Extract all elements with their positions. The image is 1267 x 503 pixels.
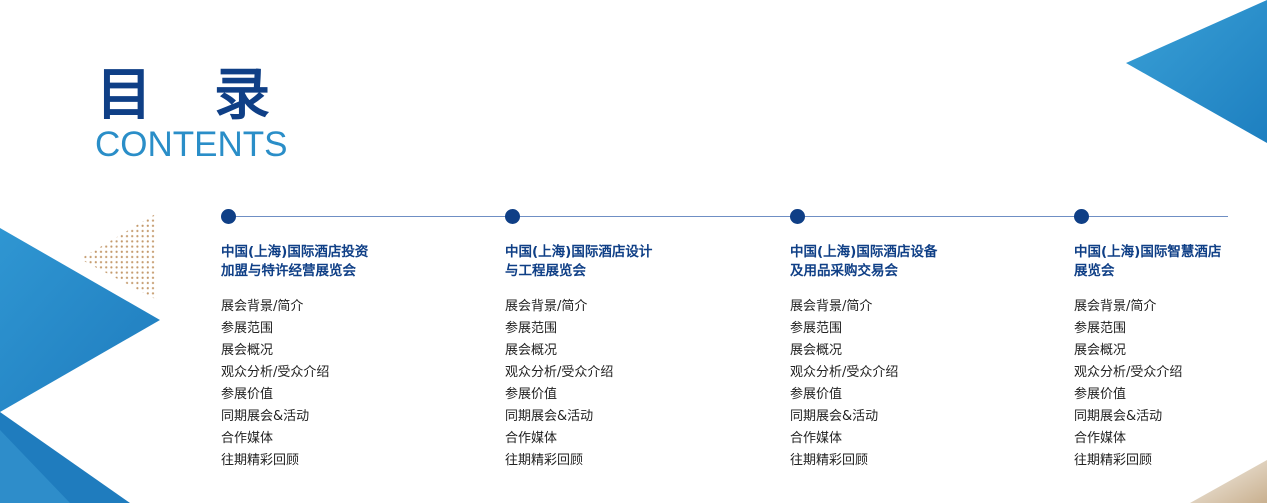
list-item[interactable]: 展会概况 — [221, 343, 274, 358]
list-item[interactable]: 参展范围 — [221, 321, 274, 336]
list-item[interactable]: 同期展会&活动 — [1074, 409, 1163, 424]
bottom-left-wedge — [0, 412, 130, 503]
dotted-triangle — [80, 213, 157, 300]
list-item[interactable]: 观众分析/受众介绍 — [790, 365, 899, 380]
section-title[interactable]: 中国(上海)国际智慧酒店 展览会 — [1074, 244, 1222, 279]
list-item[interactable]: 合作媒体 — [1074, 431, 1127, 446]
page-subtitle: CONTENTS — [95, 125, 288, 164]
section-equipment-supplies: 中国(上海)国际酒店设备 及用品采购交易会 展会背景/简介 参展范围 展会概况 … — [790, 209, 1020, 472]
top-right-triangle — [1126, 0, 1267, 143]
section-smart-hotel: 中国(上海)国际智慧酒店 展览会 展会背景/简介 参展范围 展会概况 观众分析/… — [1074, 209, 1259, 472]
timeline-dot — [790, 209, 805, 224]
section-items: 展会背景/简介 参展范围 展会概况 观众分析/受众介绍 参展价值 同期展会&活动… — [1074, 296, 1259, 472]
list-item[interactable]: 展会概况 — [505, 343, 558, 358]
section-items: 展会背景/简介 参展范围 展会概况 观众分析/受众介绍 参展价值 同期展会&活动… — [505, 296, 735, 472]
list-item[interactable]: 合作媒体 — [505, 431, 558, 446]
timeline-dot — [221, 209, 236, 224]
list-item[interactable]: 同期展会&活动 — [790, 409, 879, 424]
list-item[interactable]: 参展价值 — [1074, 387, 1127, 402]
list-item[interactable]: 同期展会&活动 — [505, 409, 594, 424]
list-item[interactable]: 展会概况 — [1074, 343, 1127, 358]
section-title[interactable]: 中国(上海)国际酒店投资 加盟与特许经营展览会 — [221, 244, 369, 279]
section-title[interactable]: 中国(上海)国际酒店设备 及用品采购交易会 — [790, 244, 938, 279]
left-triangle — [0, 228, 160, 412]
page-title: 目录 — [96, 63, 332, 128]
list-item[interactable]: 参展范围 — [505, 321, 558, 336]
list-item[interactable]: 观众分析/受众介绍 — [505, 365, 614, 380]
section-items: 展会背景/简介 参展范围 展会概况 观众分析/受众介绍 参展价值 同期展会&活动… — [790, 296, 1020, 472]
list-item[interactable]: 同期展会&活动 — [221, 409, 310, 424]
list-item[interactable]: 参展范围 — [1074, 321, 1127, 336]
list-item[interactable]: 展会背景/简介 — [221, 299, 304, 314]
list-item[interactable]: 合作媒体 — [790, 431, 843, 446]
list-item[interactable]: 参展范围 — [790, 321, 843, 336]
list-item[interactable]: 往期精彩回顾 — [1074, 453, 1153, 468]
timeline-line — [222, 216, 1228, 217]
section-title[interactable]: 中国(上海)国际酒店设计 与工程展览会 — [505, 244, 653, 279]
list-item[interactable]: 观众分析/受众介绍 — [1074, 365, 1183, 380]
list-item[interactable]: 展会概况 — [790, 343, 843, 358]
list-item[interactable]: 往期精彩回顾 — [790, 453, 869, 468]
list-item[interactable]: 参展价值 — [221, 387, 274, 402]
section-investment-franchise: 中国(上海)国际酒店投资 加盟与特许经营展览会 展会背景/简介 参展范围 展会概… — [221, 209, 451, 472]
list-item[interactable]: 往期精彩回顾 — [221, 453, 300, 468]
list-item[interactable]: 往期精彩回顾 — [505, 453, 584, 468]
list-item[interactable]: 合作媒体 — [221, 431, 274, 446]
list-item[interactable]: 展会背景/简介 — [1074, 299, 1157, 314]
list-item[interactable]: 展会背景/简介 — [505, 299, 588, 314]
timeline-dot — [505, 209, 520, 224]
list-item[interactable]: 展会背景/简介 — [790, 299, 873, 314]
list-item[interactable]: 观众分析/受众介绍 — [221, 365, 330, 380]
timeline-dot — [1074, 209, 1089, 224]
section-items: 展会背景/简介 参展范围 展会概况 观众分析/受众介绍 参展价值 同期展会&活动… — [221, 296, 451, 472]
section-design-engineering: 中国(上海)国际酒店设计 与工程展览会 展会背景/简介 参展范围 展会概况 观众… — [505, 209, 735, 472]
list-item[interactable]: 参展价值 — [505, 387, 558, 402]
list-item[interactable]: 参展价值 — [790, 387, 843, 402]
